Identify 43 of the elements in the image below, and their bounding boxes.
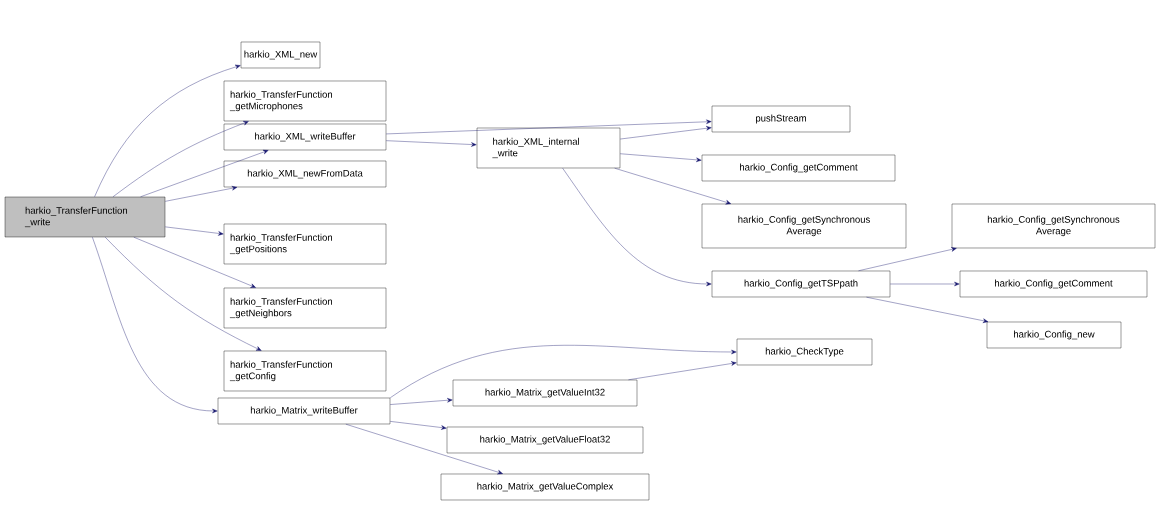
function-box: harkio_Config_new (986, 321, 1122, 349)
arrow (92, 237, 218, 414)
function-box: harkio_TransferFunction _getPositions (223, 223, 387, 265)
function-box: harkio_TransferFunction _write (4, 196, 166, 238)
function-box: harkio_TransferFunction _getConfig (223, 350, 387, 392)
function-box: harkio_XML_writeBuffer (223, 123, 387, 151)
function-box: harkio_Matrix_getValueFloat32 (446, 426, 644, 454)
arrow (390, 398, 453, 405)
arrow (105, 237, 262, 351)
function-box: harkio_Config_getComment (701, 154, 896, 182)
function-box: harkio_Config_getComment (959, 270, 1148, 298)
arrow (140, 149, 269, 197)
arrow (386, 140, 477, 147)
function-box: harkio_Config_getSynchronous Average (951, 203, 1156, 249)
function-box: harkio_CheckType (736, 338, 873, 366)
function-box: harkio_Matrix_getValueComplex (440, 473, 650, 501)
arrow (345, 424, 503, 475)
arrow (390, 345, 737, 398)
arrow (165, 226, 224, 236)
function-box: harkio_Config_getTSPpath (711, 270, 891, 298)
arrow (614, 168, 731, 205)
arrow (628, 361, 737, 380)
function-box: harkio_Config_getSynchronous Average (701, 203, 907, 249)
arrow (386, 119, 712, 135)
function-box: harkio_Matrix_writeBuffer (217, 397, 391, 425)
arrow (165, 186, 238, 202)
function-box: harkio_XML_internal _write (476, 127, 621, 169)
arrow (390, 421, 447, 430)
function-box: harkio_Matrix_getValueInt32 (452, 379, 638, 407)
arrow (858, 247, 957, 271)
function-box: harkio_XML_newFromData (223, 160, 387, 188)
arrow (620, 153, 702, 163)
function-box: harkio_TransferFunction _getNeighbors (223, 287, 387, 329)
arrow (890, 281, 960, 287)
arrow (866, 297, 989, 323)
function-box: pushStream (711, 105, 851, 133)
function-box: harkio_XML_new (240, 41, 321, 69)
arrow (620, 126, 712, 140)
arrow (112, 121, 249, 197)
arrow (94, 64, 241, 197)
arrow (562, 168, 712, 287)
function-box: harkio_TransferFunction _getMicrophones (223, 80, 387, 122)
arrow (133, 237, 256, 288)
